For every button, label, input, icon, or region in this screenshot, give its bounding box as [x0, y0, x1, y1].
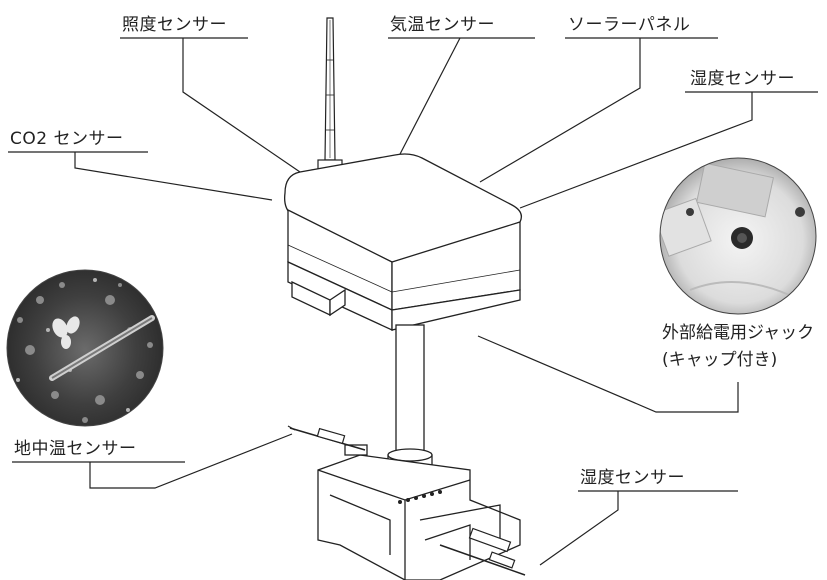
- label-solar-panel: ソーラーパネル: [568, 15, 691, 35]
- vent-holes: [398, 490, 442, 504]
- label-external-power-jack-line1: 外部給電用ジャック: [662, 323, 815, 343]
- jack-photo: [660, 158, 816, 314]
- main-housing: [284, 153, 523, 332]
- soil-probe: [287, 425, 366, 451]
- base-stand: [317, 444, 521, 580]
- label-external-power-jack-line2: (キャップ付き): [662, 350, 778, 370]
- label-moisture-sensor: 湿度センサー: [580, 468, 685, 488]
- label-illuminance-sensor: 照度センサー: [122, 15, 227, 35]
- soil-photo: [7, 270, 163, 426]
- label-air-temperature-sensor: 気温センサー: [390, 15, 495, 35]
- moisture-probe: [439, 527, 526, 576]
- label-co2-sensor: CO2 センサー: [10, 129, 124, 149]
- label-soil-temperature-sensor: 地中温センサー: [14, 439, 137, 459]
- label-humidity-sensor: 湿度センサー: [690, 69, 795, 89]
- label-external-power-jack: 外部給電用ジャック (キャップ付き): [662, 320, 814, 374]
